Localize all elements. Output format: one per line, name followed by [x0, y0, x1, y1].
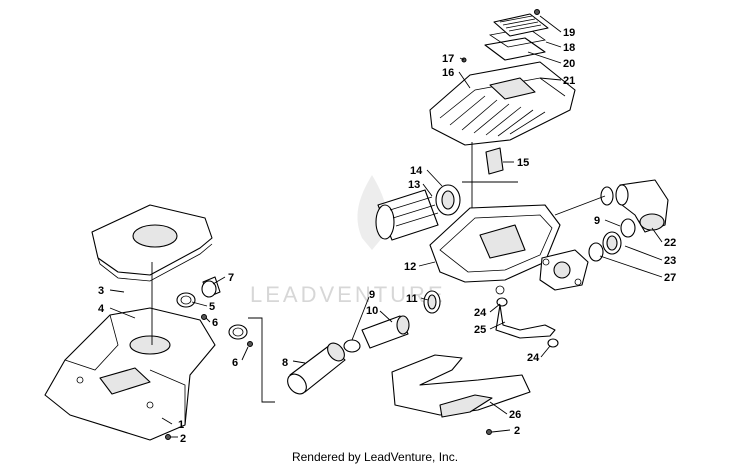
callout-6-lower: 6 [232, 357, 238, 369]
part-27-throttle-body [539, 249, 589, 291]
part-9-clamp-small [588, 242, 604, 262]
part-23-spacer [602, 231, 622, 255]
callout-3: 3 [98, 285, 104, 297]
callout-8: 8 [282, 357, 288, 369]
part-12-airbox-base [429, 204, 561, 295]
part-10-hose [361, 315, 410, 349]
callout-25: 25 [474, 324, 486, 336]
callout-20: 20 [563, 58, 575, 70]
callout-5: 5 [209, 301, 215, 313]
callout-15: 15 [517, 157, 529, 169]
part-9-clamp-upper [600, 186, 614, 206]
callout-12: 12 [404, 261, 416, 273]
callout-6-upper: 6 [212, 317, 218, 329]
part-3-gasket-plate [91, 204, 213, 282]
callout-19: 19 [563, 27, 575, 39]
part-26-foam-gasket [391, 354, 531, 418]
callout-10: 10 [366, 305, 378, 317]
callout-4: 4 [98, 303, 105, 315]
callout-13: 13 [408, 179, 420, 191]
callout-22: 22 [664, 237, 676, 249]
callout-9-right: 9 [594, 215, 600, 227]
part-2-screw-right [486, 429, 492, 435]
watermark-text: LEADVENTURE [250, 282, 446, 307]
assembly-bracket [248, 317, 275, 403]
callout-23: 23 [664, 255, 676, 267]
part-6-clamp-upper [201, 314, 207, 320]
part-22-elbow-boot [615, 179, 669, 233]
callout-14: 14 [410, 165, 423, 177]
callout-9-center: 9 [369, 289, 375, 301]
callout-7: 7 [228, 272, 234, 284]
callout-26: 26 [509, 409, 521, 421]
part-5-clamp [176, 292, 196, 308]
callout-16: 16 [442, 67, 454, 79]
callout-24-upper: 24 [474, 307, 487, 319]
part-13-air-filter [375, 189, 439, 241]
part-2-screw-left [165, 434, 178, 440]
callout-1: 1 [178, 419, 184, 431]
part-7-coupler [201, 276, 221, 298]
part-20-gasket [484, 37, 546, 61]
part-19-cover-grate [493, 9, 549, 37]
callout-11: 11 [406, 293, 418, 305]
callout-21: 21 [563, 75, 575, 87]
part-24-clamp-lower [547, 338, 559, 348]
part-9-clamp-right [620, 218, 636, 238]
part-11-coupler [423, 290, 441, 314]
callout-24-lower: 24 [527, 352, 540, 364]
leader-lines [109, 15, 663, 433]
callout-2-right: 2 [514, 425, 520, 437]
part-8-intake-tube [287, 342, 346, 395]
part-25-drain-hose [495, 304, 556, 339]
part-14-filter-adapter [435, 184, 461, 216]
part-9-clamp-lower [343, 339, 361, 353]
part-6-clamp-lower [228, 324, 253, 347]
callout-2-left: 2 [180, 433, 186, 445]
callout-18: 18 [563, 42, 575, 54]
part-4-intake-housing [44, 307, 216, 441]
callout-27: 27 [664, 272, 676, 284]
footer-credit: Rendered by LeadVenture, Inc. [291, 450, 459, 464]
centerline-throttle [554, 195, 606, 216]
callout-17: 17 [442, 53, 454, 65]
part-15-filter-block [485, 147, 504, 175]
